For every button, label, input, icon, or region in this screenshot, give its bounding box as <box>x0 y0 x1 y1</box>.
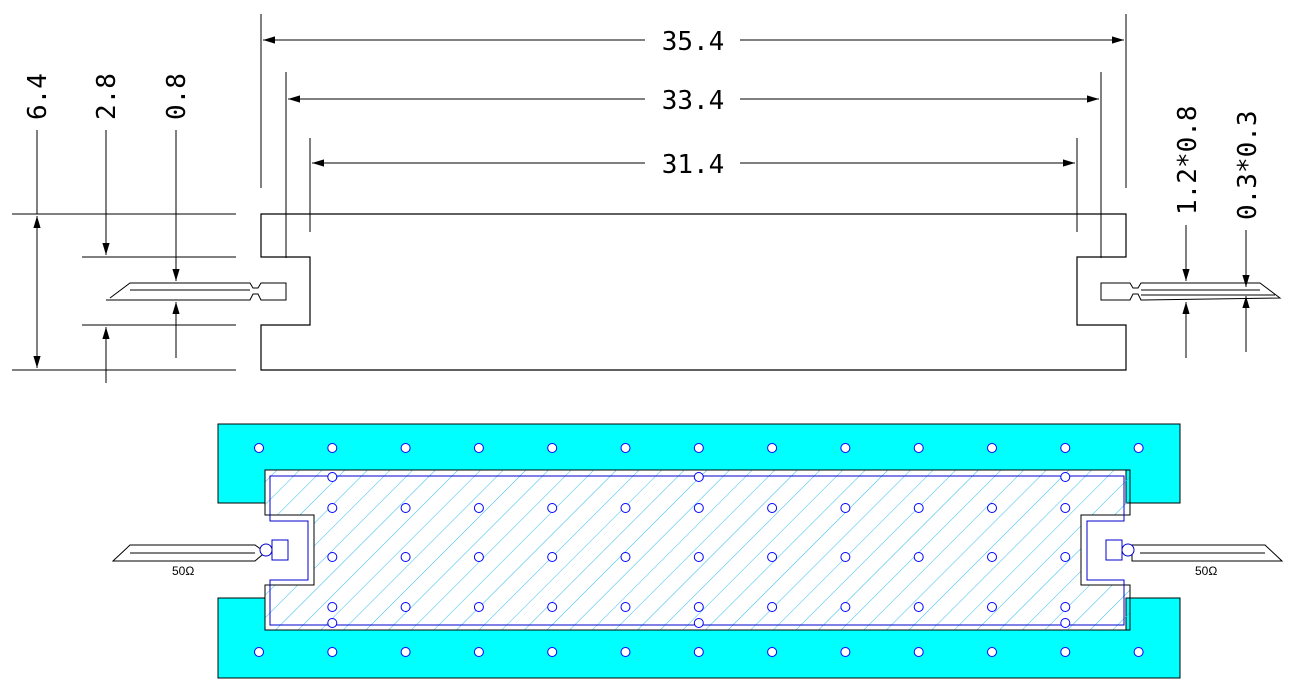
dim-31-4: 31.4 <box>662 150 725 180</box>
via-hole <box>693 443 704 453</box>
dim-6-4: 6.4 <box>23 73 53 120</box>
via-hole <box>327 503 338 513</box>
via-hole <box>1133 647 1144 657</box>
via-hole <box>473 602 484 612</box>
via-hole <box>767 443 778 453</box>
left-pin <box>109 282 287 301</box>
via-hole <box>840 647 851 657</box>
via-hole <box>400 552 411 562</box>
via-hole <box>693 472 704 482</box>
connector-body-outline <box>260 213 1127 371</box>
via-hole <box>1060 472 1071 482</box>
via-hole <box>400 443 411 453</box>
via-hole <box>620 552 631 562</box>
via-hole <box>1060 443 1071 453</box>
via-hole <box>693 602 704 612</box>
via-hole <box>693 552 704 562</box>
via-hole <box>767 552 778 562</box>
via-hole <box>400 602 411 612</box>
dim-2-8: 2.8 <box>92 73 122 120</box>
via-hole <box>620 647 631 657</box>
via-hole <box>400 503 411 513</box>
via-hole <box>327 472 338 482</box>
via-hole <box>1060 618 1071 628</box>
via-hole <box>400 647 411 657</box>
right-pin <box>1100 282 1282 301</box>
via-hole <box>473 647 484 657</box>
via-hole <box>620 503 631 513</box>
via-hole <box>1133 443 1144 453</box>
side-view: 35.4 33.4 31.4 6.4 2.8 0.8 1.2*0.8 0.3*0… <box>12 14 1282 383</box>
via-hole <box>473 443 484 453</box>
via-hole <box>693 618 704 628</box>
pcb-layout-view: 50Ω 50Ω <box>111 423 1284 679</box>
via-hole <box>1060 503 1071 513</box>
via-hole <box>840 443 851 453</box>
port-label-left: 50Ω <box>172 564 194 578</box>
via-hole <box>1060 602 1071 612</box>
via-hole <box>327 647 338 657</box>
dim-0-3x0-3: 0.3*0.3 <box>1233 110 1263 220</box>
via-hole <box>840 552 851 562</box>
port-label-right: 50Ω <box>1195 564 1217 578</box>
dim-0-8: 0.8 <box>162 73 192 120</box>
via-hole <box>767 503 778 513</box>
via-hole <box>327 618 338 628</box>
dim-33-4: 33.4 <box>662 86 725 116</box>
via-hole <box>327 443 338 453</box>
via-hole <box>620 443 631 453</box>
via-hole <box>547 503 558 513</box>
via-hole <box>327 602 338 612</box>
via-hole <box>547 552 558 562</box>
via-hole <box>767 602 778 612</box>
via-hole <box>547 602 558 612</box>
via-hole <box>913 602 924 612</box>
via-hole <box>327 552 338 562</box>
via-hole <box>473 552 484 562</box>
via-array <box>254 443 1144 657</box>
via-hole <box>620 602 631 612</box>
via-hole <box>913 503 924 513</box>
via-hole <box>254 647 264 657</box>
via-hole <box>913 552 924 562</box>
cavity-inner-outline <box>269 475 1125 626</box>
via-hole <box>840 602 851 612</box>
right-feed-trace <box>1131 544 1284 562</box>
via-hole <box>693 647 704 657</box>
dim-35-4: 35.4 <box>662 27 725 57</box>
via-hole <box>547 443 558 453</box>
via-hole <box>987 602 997 612</box>
via-hole <box>987 552 997 562</box>
via-hole <box>913 443 924 453</box>
via-hole <box>473 503 484 513</box>
via-hole <box>1060 647 1071 657</box>
via-hole <box>987 647 997 657</box>
via-hole <box>987 503 997 513</box>
via-hole <box>840 503 851 513</box>
via-hole <box>547 647 558 657</box>
via-hole <box>693 503 704 513</box>
via-hole <box>913 647 924 657</box>
dim-1-2x0-8: 1.2*0.8 <box>1173 105 1203 215</box>
via-hole <box>254 443 264 453</box>
via-hole <box>767 647 778 657</box>
via-hole <box>1060 552 1071 562</box>
via-hole <box>987 443 997 453</box>
